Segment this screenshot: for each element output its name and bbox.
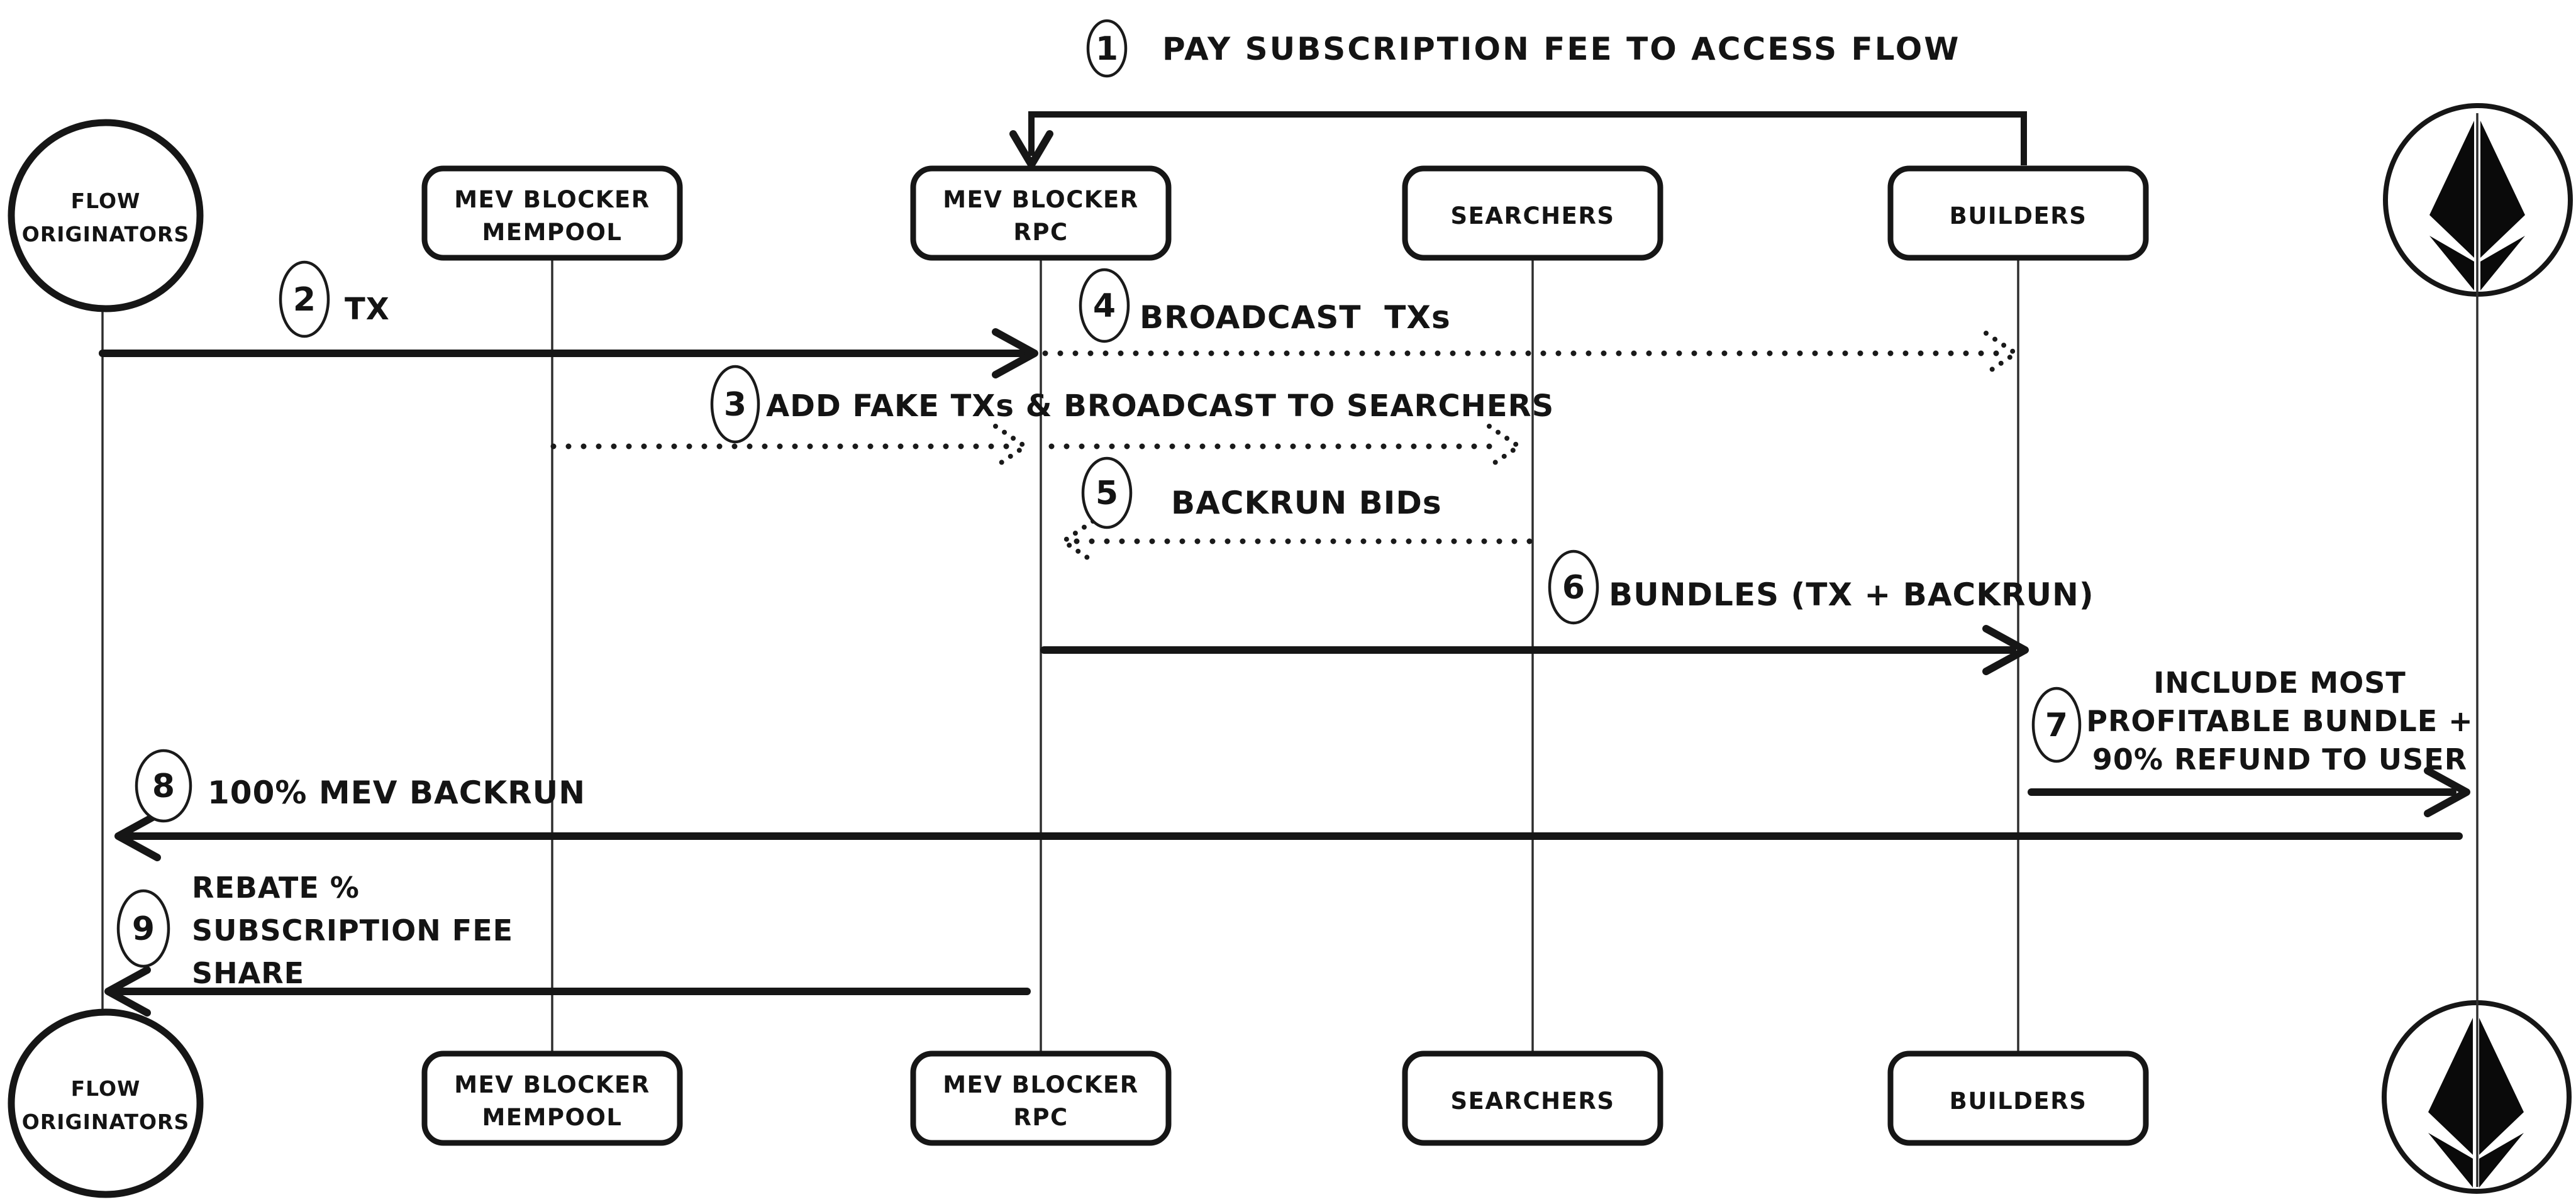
actor-label: MEV BLOCKER (943, 1071, 1139, 1098)
message-6-label: BUNDLES (TX + BACKRUN) (1609, 576, 2094, 613)
actor-label: ORIGINATORS (22, 1110, 189, 1134)
eth-diamond-right (2480, 121, 2525, 258)
message-5-arrowhead (1058, 519, 1096, 564)
message-4-number: 4 (1093, 287, 1116, 325)
message-5-number: 5 (1096, 475, 1118, 512)
message-7-label-line2: PROFITABLE BUNDLE + (2086, 704, 2473, 738)
mev-blocker-mempool-box (421, 1050, 683, 1146)
message-3-arrowhead-a (993, 424, 1030, 469)
message-6-arrowhead (1982, 625, 2029, 675)
eth-diamond-right (2479, 1018, 2524, 1155)
actor-label: BUILDERS (1950, 202, 2087, 229)
message-9: 9 REBATE % SUBSCRIPTION FEE SHARE (104, 871, 1031, 1017)
message-8-label: 100% MEV BACKRUN (208, 775, 586, 811)
actor-label: BUILDERS (1950, 1088, 2087, 1115)
flow-originators-circle (8, 119, 204, 312)
actor-mev-blocker-rpc-bottom: MEV BLOCKER RPC (910, 1050, 1172, 1146)
actor-searchers-top: SEARCHERS (1402, 165, 1663, 261)
actor-mev-blocker-mempool-top: MEV BLOCKER MEMPOOL (421, 165, 683, 261)
message-1-connector (1028, 111, 2027, 165)
message-1-label: PAY SUBSCRIPTION FEE TO ACCESS FLOW (1162, 31, 1960, 67)
message-4-label: BROADCAST TXs (1140, 299, 1451, 336)
eth-diamond-left (2428, 1018, 2473, 1155)
eth-diamond-left (2429, 121, 2474, 258)
message-5: 5 BACKRUN BIDs (1058, 456, 1536, 564)
message-1-number-circle (1086, 19, 1128, 78)
actor-flow-originators-top: FLOW ORIGINATORS (8, 119, 204, 312)
actor-label: SEARCHERS (1450, 1088, 1614, 1115)
message-6: 6 BUNDLES (TX + BACKRUN) (1040, 549, 2094, 675)
actor-label: FLOW (71, 1076, 141, 1101)
eth-chevron-left (2428, 1133, 2473, 1188)
actor-label: SEARCHERS (1450, 202, 1614, 229)
actor-searchers-bottom: SEARCHERS (1402, 1050, 1663, 1146)
message-2-number: 2 (293, 281, 316, 319)
message-5-label: BACKRUN BIDs (1171, 485, 1442, 521)
message-3-number: 3 (724, 386, 747, 424)
message-9-number: 9 (132, 910, 155, 948)
message-4-arrowhead (1984, 331, 2021, 376)
actor-label: ORIGINATORS (22, 222, 189, 246)
flow-originators-circle (8, 1008, 204, 1198)
actor-label: MEV BLOCKER (454, 1071, 650, 1098)
message-2: 2 TX (99, 260, 1038, 378)
message-6-number: 6 (1562, 569, 1585, 607)
message-7-arrowhead (2424, 767, 2470, 817)
mev-blocker-rpc-box (910, 165, 1172, 261)
message-7-number: 7 (2045, 707, 2068, 744)
actor-label: MEV BLOCKER (943, 186, 1139, 213)
actor-mev-blocker-rpc-top: MEV BLOCKER RPC (910, 165, 1172, 261)
actor-builders-top: BUILDERS (1887, 165, 2149, 261)
message-9-label-line2: SUBSCRIPTION FEE (192, 913, 513, 947)
message-2-label: TX (345, 292, 390, 327)
message-9-label-line1: REBATE % (192, 871, 360, 905)
message-9-number-circle (116, 889, 170, 968)
actor-mev-blocker-mempool-bottom: MEV BLOCKER MEMPOOL (421, 1050, 683, 1146)
actor-flow-originators-bottom: FLOW ORIGINATORS (8, 1008, 204, 1198)
eth-chevron-right (2479, 1133, 2524, 1188)
message-3-label: ADD FAKE TXs & BROADCAST TO SEARCHERS (766, 389, 1554, 424)
actor-label: MEMPOOL (482, 219, 622, 246)
actor-builders-bottom: BUILDERS (1887, 1050, 2149, 1146)
message-7-label-line3: 90% REFUND TO USER (2092, 742, 2467, 776)
message-9-arrowhead (104, 966, 151, 1017)
actor-label: MEV BLOCKER (454, 186, 650, 213)
searchers-box (1402, 1050, 1663, 1146)
message-2-number-circle (279, 260, 330, 338)
message-2-arrowhead (992, 328, 1038, 378)
message-4: 4 BROADCAST TXs (1042, 268, 2021, 376)
message-9-label-line3: SHARE (192, 956, 304, 990)
message-3-number-circle (710, 365, 760, 444)
message-8-number: 8 (152, 768, 175, 805)
message-8: 8 100% MEV BACKRUN (114, 749, 2463, 861)
actor-label: RPC (1013, 219, 1068, 246)
ethereum-logo-icon-top (2429, 121, 2525, 290)
message-4-number-circle (1079, 268, 1130, 343)
message-6-number-circle (1548, 549, 1599, 625)
message-5-number-circle (1081, 456, 1133, 529)
message-3: 3 ADD FAKE TXs & BROADCAST TO SEARCHERS (550, 365, 1554, 469)
message-3-arrowhead-b (1487, 424, 1524, 469)
actor-label: RPC (1013, 1104, 1068, 1131)
message-8-number-circle (135, 749, 192, 823)
mev-blocker-mempool-box (421, 165, 683, 261)
message-7-label-line1: INCLUDE MOST (2153, 666, 2406, 700)
message-1-arrowhead (1009, 130, 1053, 168)
builders-box (1887, 1050, 2149, 1146)
ethereum-logo-icon-bottom (2428, 1018, 2524, 1188)
actor-label: MEMPOOL (482, 1104, 622, 1131)
mev-blocker-rpc-box (910, 1050, 1172, 1146)
actor-label: FLOW (71, 189, 141, 213)
eth-chevron-left (2429, 236, 2474, 290)
message-1: 1 PAY SUBSCRIPTION FEE TO ACCESS FLOW (1009, 19, 2027, 168)
message-1-number: 1 (1096, 30, 1118, 68)
eth-chevron-right (2480, 236, 2525, 290)
message-8-arrowhead (114, 811, 161, 861)
message-7: 7 INCLUDE MOST PROFITABLE BUNDLE + 90% R… (2028, 666, 2473, 817)
message-7-number-circle (2031, 686, 2082, 763)
searchers-box (1402, 165, 1663, 261)
builders-box (1887, 165, 2149, 261)
